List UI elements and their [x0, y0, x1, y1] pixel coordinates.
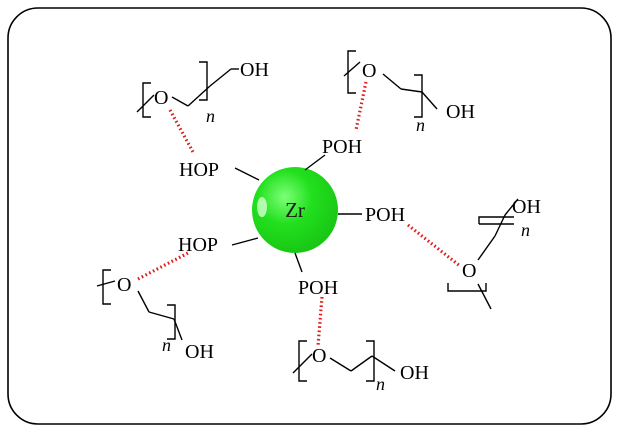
peg-chain-bottom-left: O OH n	[96, 250, 214, 363]
chain3-n: n	[521, 220, 530, 240]
chain5-n: n	[376, 374, 385, 394]
bond-bottom-left	[231, 237, 259, 246]
chain5-oh: OH	[400, 362, 429, 384]
peg-chain-bottom: O OH n	[292, 296, 429, 394]
chain1-n: n	[206, 106, 215, 126]
chain3-oh: OH	[512, 196, 541, 218]
zr-highlight	[257, 197, 267, 217]
chain4-n: n	[162, 335, 171, 355]
chain2-n: n	[416, 115, 425, 135]
peg-chain-top-left: O OH n	[136, 59, 269, 153]
chain2-oxygen: O	[362, 60, 376, 82]
linker-hop-bottom-left: HOP	[178, 234, 218, 256]
peg-chain-right: OH O n	[407, 196, 541, 310]
chain4-oxygen: O	[117, 274, 131, 296]
linker-poh-top: POH	[322, 136, 362, 158]
bond-top-left	[234, 167, 260, 181]
chain4-oh: OH	[185, 341, 214, 363]
chain3-oxygen: O	[462, 260, 476, 282]
zr-sphere	[252, 167, 338, 253]
peg-chain-top-right: O OH n	[343, 50, 475, 135]
bond-top-right	[304, 154, 326, 171]
hbond-4	[137, 250, 191, 281]
chain1-oxygen: O	[154, 87, 168, 109]
chain1-oh: OH	[240, 59, 269, 81]
zr-label: Zr	[285, 198, 305, 222]
hbond-3	[407, 223, 461, 268]
linker-poh-bottom: POH	[298, 277, 338, 299]
bond-bottom	[294, 252, 303, 273]
chain5-oxygen: O	[312, 345, 326, 367]
linker-hop-top-left: HOP	[179, 159, 219, 181]
chain2-oh: OH	[446, 101, 475, 123]
linker-poh-right: POH	[365, 204, 405, 226]
